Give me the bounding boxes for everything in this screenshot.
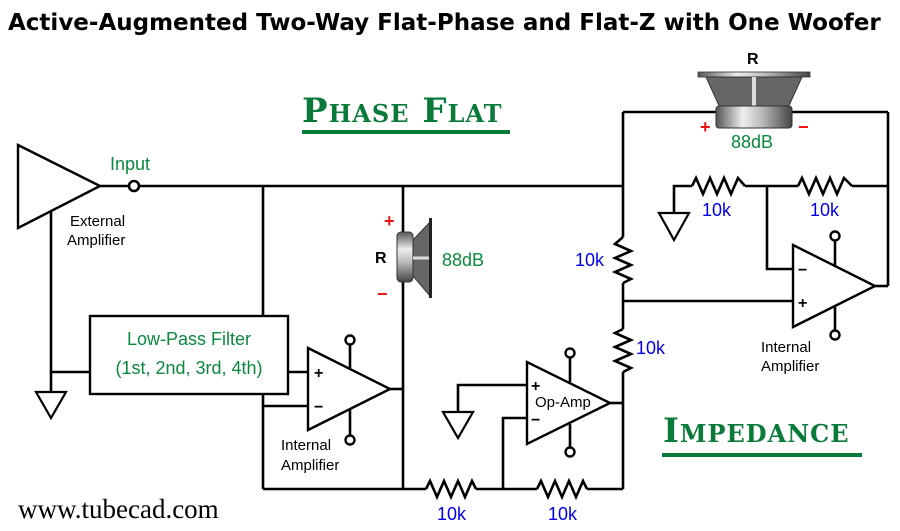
ground-symbol	[441, 410, 475, 441]
amp2-plus: +	[798, 295, 807, 312]
woofer-top-positive: +	[700, 117, 711, 137]
resistor-bottom-right-value: 10k	[548, 504, 578, 524]
internal-amp-2-label-2: Amplifier	[761, 358, 819, 375]
op-amp	[525, 360, 613, 446]
internal-amplifier-1	[306, 346, 393, 432]
resistor-vertical-lower	[611, 327, 635, 374]
resistor-vertical-upper-value: 10k	[575, 250, 605, 270]
phase-flat-text: Phase Flat	[302, 91, 503, 131]
phase-flat-underline	[302, 130, 510, 134]
external-amplifier-symbol	[16, 143, 103, 230]
input-label: Input	[110, 154, 150, 174]
internal-amp-1-label-2: Amplifier	[281, 457, 339, 474]
driver-mid-designator: R	[375, 250, 387, 267]
op-amp-label: Op-Amp	[535, 394, 591, 411]
low-pass-filter-box	[88, 314, 290, 396]
opamp-minus: −	[531, 412, 540, 429]
resistor-top-right-value: 10k	[810, 200, 840, 220]
resistor-bottom-left	[424, 477, 478, 501]
website-url: www.tubecad.com	[18, 494, 219, 524]
resistor-top-left	[690, 174, 746, 198]
resistor-top-right	[796, 174, 853, 198]
impedance-heading: Impedance	[662, 411, 862, 457]
ground-symbol	[34, 390, 68, 421]
internal-amp-2-label-1: Internal	[761, 339, 811, 356]
filter-label-2: (1st, 2nd, 3rd, 4th)	[115, 358, 262, 378]
input-terminal	[127, 179, 141, 193]
ground-symbol	[657, 211, 691, 243]
driver-mid-negative: −	[377, 284, 388, 304]
phase-flat-heading: Phase Flat	[302, 91, 510, 134]
driver-mid-positive: +	[384, 211, 395, 231]
woofer-top-sensitivity: 88dB	[731, 132, 773, 152]
page-title: Active-Augmented Two-Way Flat-Phase and …	[8, 10, 881, 36]
amp1-minus: −	[314, 399, 323, 416]
driver-mid	[396, 218, 432, 298]
impedance-text: Impedance	[663, 411, 850, 451]
external-amp-label-1: External	[70, 213, 125, 230]
internal-amp-1-label-1: Internal	[281, 437, 331, 454]
amp1-plus: +	[314, 365, 323, 382]
woofer-top-designator: R	[747, 51, 759, 68]
woofer-top	[697, 71, 811, 129]
external-amp-label-2: Amplifier	[67, 232, 125, 249]
impedance-underline	[662, 453, 862, 457]
amp2-minus: −	[798, 262, 807, 279]
internal-amplifier-2	[791, 243, 878, 329]
resistor-bottom-left-value: 10k	[437, 504, 467, 524]
resistor-vertical-upper	[611, 236, 635, 285]
resistor-top-left-value: 10k	[702, 200, 732, 220]
resistor-bottom-right	[535, 477, 589, 501]
opamp-plus: +	[531, 378, 540, 395]
resistor-vertical-lower-value: 10k	[636, 338, 666, 358]
driver-mid-sensitivity: 88dB	[442, 250, 484, 270]
woofer-top-negative: −	[798, 117, 809, 137]
filter-label-1: Low-Pass Filter	[127, 329, 251, 349]
